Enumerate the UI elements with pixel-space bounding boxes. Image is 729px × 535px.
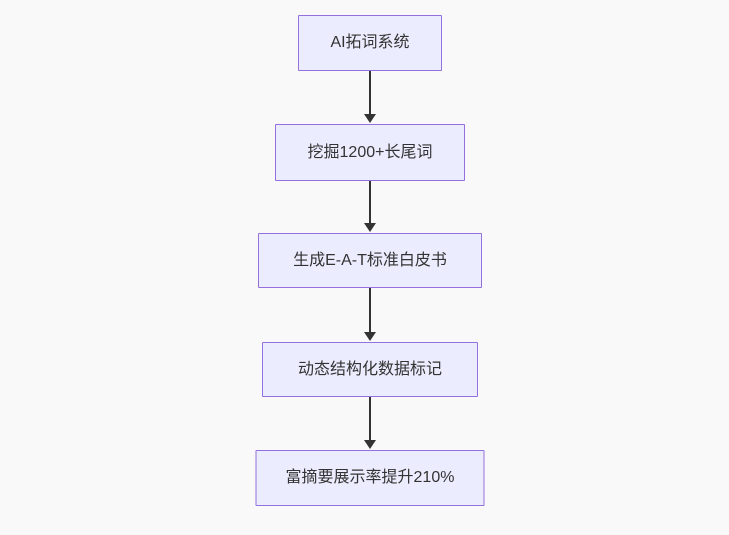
flowchart-node-step-2: 挖掘1200+长尾词 [275,124,465,181]
flowchart-node-step-1: AI拓词系统 [298,15,442,71]
flowchart-arrow-3 [363,288,377,341]
arrow-line [369,288,371,332]
flowchart-node-step-3: 生成E-A-T标准白皮书 [258,233,482,288]
arrow-head-down-icon [364,440,376,449]
flowchart-arrow-4 [363,397,377,449]
node-label: AI拓词系统 [330,34,410,51]
node-label: 生成E-A-T标准白皮书 [293,251,447,269]
flowchart-arrow-1 [363,71,377,123]
flowchart-node-step-5: 富摘要展示率提升210% [255,450,485,506]
node-label: 动态结构化数据标记 [297,360,442,378]
node-label: 挖掘1200+长尾词 [307,143,433,161]
arrow-head-down-icon [364,223,376,232]
flowchart-node-step-4: 动态结构化数据标记 [262,342,478,397]
arrow-head-down-icon [364,114,376,123]
arrow-line [369,397,371,440]
arrow-line [369,181,371,223]
arrow-head-down-icon [364,332,376,341]
arrow-line [369,71,371,114]
node-label: 富摘要展示率提升210% [285,469,455,486]
flowchart-arrow-2 [363,181,377,232]
